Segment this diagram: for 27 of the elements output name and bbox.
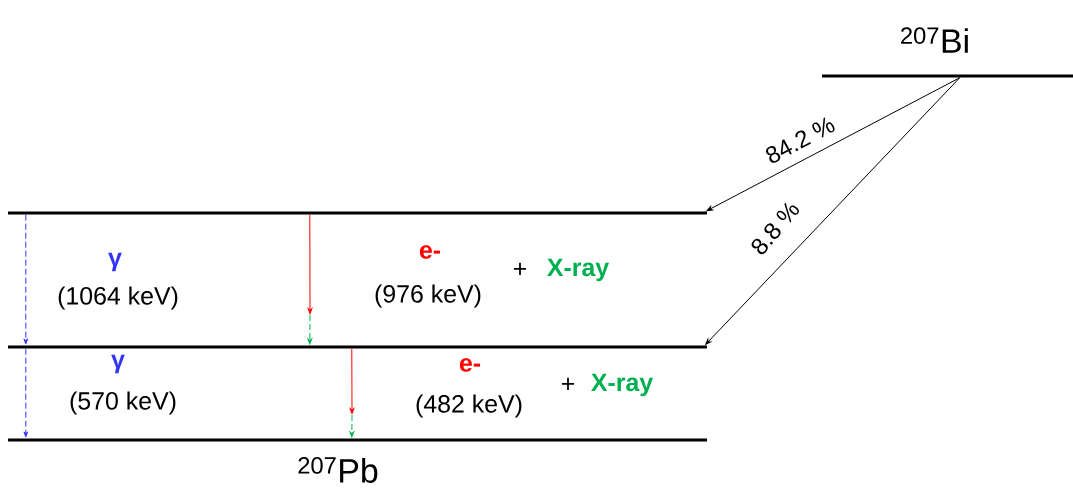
level-label: γ [108, 252, 122, 272]
arrow [307, 314, 313, 345]
node-label: $^{207}$Bi [901, 27, 968, 53]
level-label: e- [419, 245, 441, 259]
edge-label: 84.2 % [761, 113, 839, 167]
energy-level: $^{207}$Pb [8, 438, 707, 483]
level-label: (570 keV) [70, 391, 176, 415]
arrow [349, 414, 355, 438]
arrow [705, 77, 961, 345]
edge-label: 8.8 % [747, 197, 803, 259]
level-label: (482 keV) [416, 394, 522, 418]
level-label: (976 keV) [375, 284, 481, 308]
level-label: e- [459, 358, 481, 372]
level-label: + [561, 377, 575, 390]
level-label: X-ray [547, 258, 609, 282]
level-label: (1064 keV) [58, 286, 178, 310]
arrow [706, 77, 961, 212]
node-label: $^{207}$Pb [298, 457, 378, 483]
level-label: γ [111, 354, 125, 374]
level-label: + [513, 262, 527, 275]
energy-level [8, 211, 707, 215]
arrow [307, 214, 313, 315]
arrow [23, 214, 29, 345]
arrow [349, 348, 355, 415]
energy-level: $^{207}$Bi [822, 27, 1073, 78]
arrow [23, 348, 29, 438]
level-label: X-ray [591, 373, 653, 397]
